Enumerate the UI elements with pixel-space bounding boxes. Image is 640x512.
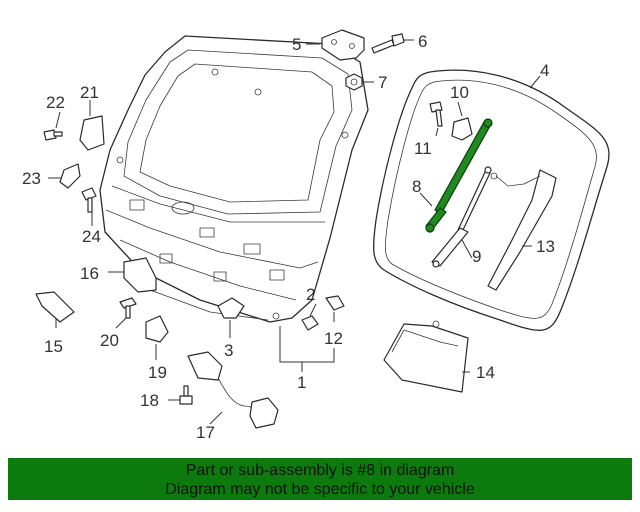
callout-12: 12: [324, 329, 343, 348]
liftgate-gas-strut-highlighted: [425, 118, 493, 233]
callout-20: 20: [100, 331, 119, 350]
callout-5: 5: [292, 35, 301, 54]
handle-bracket: [79, 115, 105, 151]
hinge: [321, 29, 365, 61]
callout-23: 23: [22, 169, 41, 188]
callout-2: 2: [306, 285, 315, 304]
hinge-nut: [345, 73, 363, 91]
clip: [145, 315, 169, 343]
strut-bracket: [451, 117, 473, 141]
callout-7: 7: [378, 73, 387, 92]
banner-line-1: Part or sub-assembly is #8 in diagram: [185, 462, 455, 479]
callout-18: 18: [140, 391, 159, 410]
part-notice-banner: Part or sub-assembly is #8 in diagram Di…: [8, 458, 632, 500]
tailgate-parts-diagram: 5 6 7 4 10 11 8 9 13 14 2 12 3 1 15 16 1…: [22, 29, 610, 442]
callout-13: 13: [536, 237, 555, 256]
callout-3: 3: [224, 341, 233, 360]
callout-1: 1: [297, 373, 306, 392]
bracket-bolt: [429, 101, 443, 127]
callout-labels: 5 6 7 4 10 11 8 9 13 14 2 12 3 1 15 16 1…: [22, 32, 555, 442]
callout-10: 10: [450, 83, 469, 102]
callout-6: 6: [418, 32, 427, 51]
leader-lines: [48, 39, 541, 425]
latch-switch: [123, 257, 157, 293]
callout-15: 15: [44, 337, 63, 356]
callout-9: 9: [472, 247, 481, 266]
small-cover: [59, 163, 81, 189]
screw: [119, 297, 137, 319]
callout-17: 17: [196, 423, 215, 442]
callout-16: 16: [80, 264, 99, 283]
gas-strut: [431, 166, 492, 268]
handle-bolt: [43, 129, 63, 141]
callout-21: 21: [80, 83, 99, 102]
callout-4: 4: [540, 61, 549, 80]
banner-line-2: Diagram may not be specific to your vehi…: [165, 481, 475, 498]
bumper: [325, 295, 345, 311]
latch-assembly: [187, 351, 279, 429]
trim-cover: [487, 169, 557, 291]
bumper-stop: [301, 315, 319, 331]
callout-11: 11: [414, 139, 432, 158]
callout-14: 14: [476, 363, 495, 382]
callout-24: 24: [82, 227, 101, 246]
grommet: [217, 297, 245, 319]
cap: [35, 291, 75, 323]
hinge-bolt: [371, 33, 405, 54]
liftgate-panel: [99, 35, 369, 323]
callout-22: 22: [46, 93, 65, 112]
latch-bolt: [179, 385, 193, 405]
weatherstrip: [372, 69, 610, 331]
small-screw: [81, 187, 97, 213]
callout-8: 8: [412, 177, 421, 196]
callout-19: 19: [148, 363, 167, 382]
control-module: [383, 320, 469, 393]
